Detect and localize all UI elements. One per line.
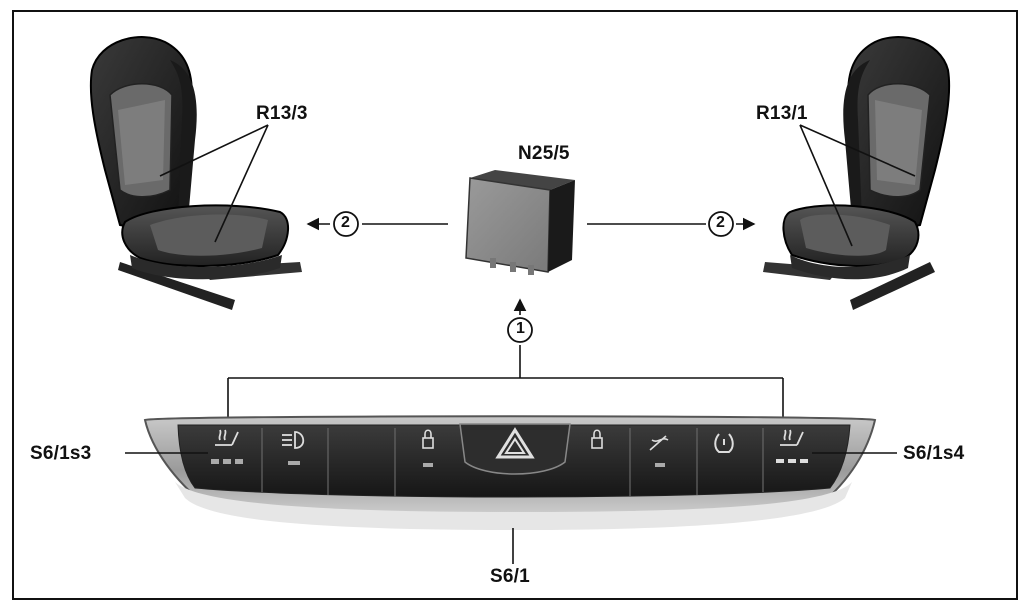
label-switch-right: S6/1s4 xyxy=(903,443,965,464)
callout-right-circle xyxy=(708,211,734,237)
seat-heater-left-icon xyxy=(211,429,243,464)
switch-panel-s6-1 xyxy=(143,415,877,530)
stability-off-icon xyxy=(649,435,669,467)
label-panel-s6-1: S6/1 xyxy=(490,566,530,587)
seat-heater-right-icon xyxy=(776,429,808,463)
label-seat-right: R13/1 xyxy=(756,103,808,124)
switch-leaders xyxy=(125,452,897,564)
connection-bus xyxy=(227,298,784,425)
fog-light-icon xyxy=(282,431,305,465)
leader-lines-left xyxy=(159,124,269,243)
leader-lines-right xyxy=(799,124,916,247)
callout-right-number: 2 xyxy=(716,214,726,231)
label-seat-left: R13/3 xyxy=(256,103,308,124)
lock-left-icon xyxy=(422,429,434,467)
callout-left-number: 2 xyxy=(341,214,351,231)
label-module-n25-5: N25/5 xyxy=(518,143,570,164)
lock-right-icon xyxy=(591,429,603,449)
label-switch-left: S6/1s3 xyxy=(30,443,92,464)
control-module-n25-5 xyxy=(465,170,575,275)
callout-left-circle xyxy=(333,211,359,237)
hazard-icon xyxy=(495,427,535,459)
tire-pressure-icon xyxy=(714,433,734,453)
seat-right xyxy=(763,36,951,310)
seat-left xyxy=(89,36,302,310)
callout-bus-number: 1 xyxy=(516,320,526,337)
callout-bus-circle xyxy=(507,317,533,343)
